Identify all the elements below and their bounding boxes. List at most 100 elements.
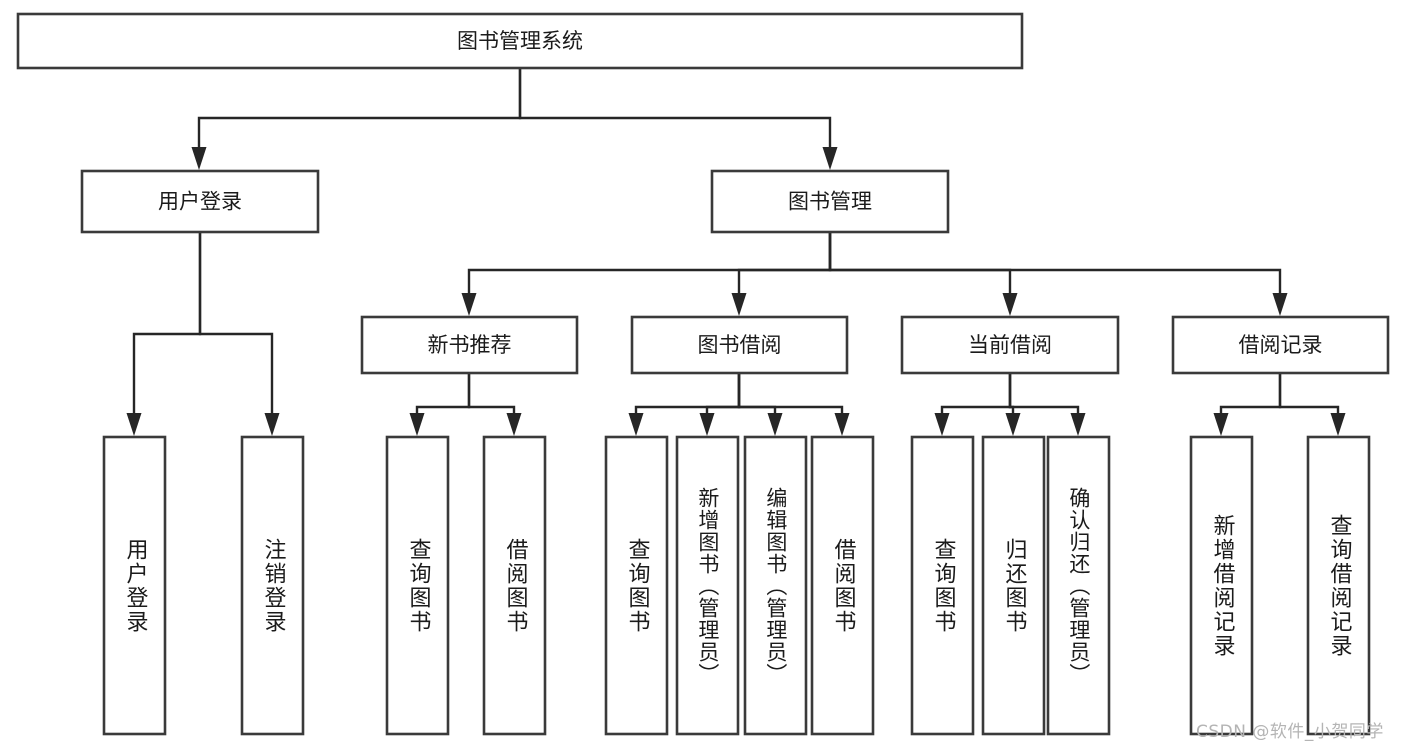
connector-line [467,373,516,425]
arrow-head-icon [126,413,142,436]
connector-line [518,68,832,159]
arrow-head-icon [1005,413,1021,436]
node-label: 图书借阅 [698,333,782,357]
node-book-borrow[interactable]: 图书借阅 [630,315,849,375]
node-label: 图书管理 [788,190,872,214]
node-box[interactable] [16,12,1024,70]
arrow-head-icon [822,147,838,170]
node-leaf-borrow-book-2[interactable] [810,435,875,736]
connector-line [634,373,741,425]
node-root[interactable]: 图书管理系统 [16,12,1024,70]
node-box[interactable] [675,435,740,736]
connector-line [132,232,202,425]
connector-line [1219,373,1282,425]
edge-book-manage-to-new-book-rec [461,232,832,316]
edge-root-to-user-login [191,68,522,170]
node-leaf-user-login[interactable] [102,435,167,736]
node-leaf-query-book-2[interactable] [604,435,669,736]
connector-line [197,68,522,159]
edge-book-manage-to-borrow-record [828,232,1288,316]
node-box[interactable] [360,315,579,375]
connector-line [828,232,1282,305]
arrow-head-icon [506,413,522,436]
connector-line [737,373,844,425]
connector-line [1008,373,1080,425]
edge-book-manage-to-book-borrow [731,232,832,316]
node-box[interactable] [482,435,547,736]
edge-new-book-rec-to-leaf-query-book-1 [409,373,471,436]
node-leaf-borrow-book-1[interactable] [482,435,547,736]
edge-root-to-book-manage [518,68,838,170]
connector-line [828,232,1012,305]
edge-current-borrow-to-leaf-return-book [1005,373,1021,436]
node-new-book-rec[interactable]: 新书推荐 [360,315,579,375]
node-box[interactable] [910,435,975,736]
arrow-head-icon [1070,413,1086,436]
node-user-login[interactable]: 用户登录 [80,169,320,234]
node-box[interactable] [900,315,1120,375]
arrow-head-icon [461,293,477,316]
node-box[interactable] [604,435,669,736]
node-box[interactable] [1189,435,1254,736]
node-box[interactable] [981,435,1046,736]
node-leaf-return-book[interactable] [981,435,1046,736]
connector-line [1278,373,1340,425]
edge-book-borrow-to-leaf-edit-book [737,373,783,436]
node-label: 当前借阅 [968,333,1052,357]
node-box[interactable] [710,169,950,234]
edge-borrow-record-to-leaf-add-record [1213,373,1282,436]
node-leaf-query-book-1[interactable] [385,435,450,736]
connector-line [198,232,274,425]
arrow-head-icon [628,413,644,436]
connector-line [467,232,832,305]
node-box[interactable] [1171,315,1390,375]
edge-book-borrow-to-leaf-add-book [699,373,741,436]
node-box[interactable] [1306,435,1371,736]
connector-line [415,373,471,425]
edge-current-borrow-to-leaf-query-book-3 [934,373,1012,436]
node-label: 用户登录 [158,190,242,214]
node-box[interactable] [102,435,167,736]
arrow-head-icon [1213,413,1229,436]
edge-user-login-to-leaf-logout [198,232,280,436]
node-leaf-confirm-return[interactable] [1046,435,1111,736]
edge-new-book-rec-to-leaf-borrow-book-1 [467,373,522,436]
arrow-head-icon [1272,293,1288,316]
edge-book-borrow-to-leaf-query-book-2 [628,373,741,436]
node-leaf-add-record[interactable] [1189,435,1254,736]
edge-book-borrow-to-leaf-borrow-book-2 [737,373,850,436]
node-box[interactable] [240,435,305,736]
edge-book-manage-to-current-borrow [828,232,1018,316]
node-leaf-add-book[interactable] [675,435,740,736]
node-current-borrow[interactable]: 当前借阅 [900,315,1120,375]
arrow-head-icon [731,293,747,316]
arrow-head-icon [699,413,715,436]
node-leaf-edit-book[interactable] [743,435,808,736]
node-leaf-query-record[interactable] [1306,435,1371,736]
node-box[interactable] [385,435,450,736]
edge-user-login-to-leaf-user-login [126,232,202,436]
node-label: 新书推荐 [428,333,512,357]
node-box[interactable] [743,435,808,736]
arrow-head-icon [767,413,783,436]
arrow-head-icon [834,413,850,436]
node-box[interactable] [1046,435,1111,736]
node-box[interactable] [630,315,849,375]
node-leaf-logout[interactable] [240,435,305,736]
arrow-head-icon [1002,293,1018,316]
node-box[interactable] [80,169,320,234]
node-leaf-query-book-3[interactable] [910,435,975,736]
node-box[interactable] [810,435,875,736]
node-book-manage[interactable]: 图书管理 [710,169,950,234]
connector-line [737,232,832,305]
edge-borrow-record-to-leaf-query-record [1278,373,1346,436]
arrow-head-icon [409,413,425,436]
node-label: 图书管理系统 [457,29,583,53]
node-borrow-record[interactable]: 借阅记录 [1171,315,1390,375]
arrow-head-icon [1330,413,1346,436]
edge-current-borrow-to-leaf-confirm-return [1008,373,1086,436]
connector-layer [126,68,1346,436]
